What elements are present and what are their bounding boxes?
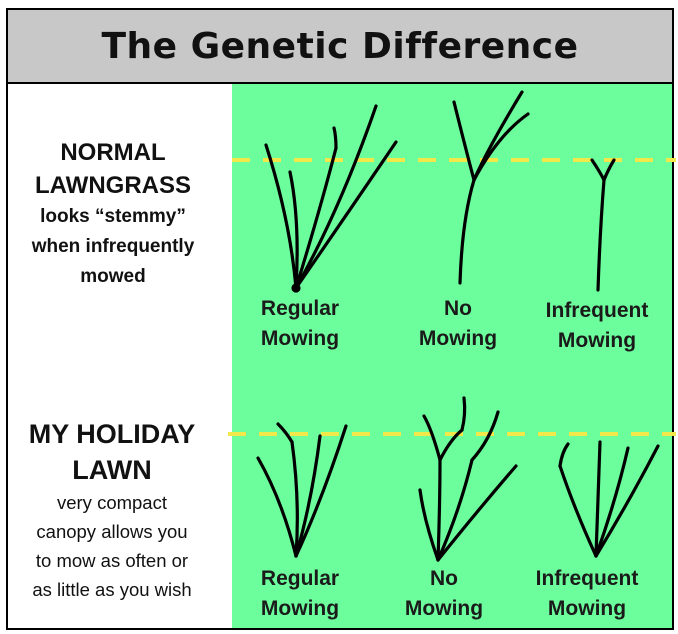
holiday-regular-label-line2: Mowing <box>250 594 350 624</box>
holiday-infrequent-label-line1: Infrequent <box>522 564 652 594</box>
holiday-regular-mowing-grass <box>258 424 346 556</box>
holiday-no-label-line1: No <box>394 564 494 594</box>
holiday-infrequent-label-line2: Mowing <box>522 594 652 624</box>
normal-no-mowing-label: No Mowing <box>408 294 508 354</box>
normal-no-mowing-grass <box>454 92 528 283</box>
normal-infrequent-mowing-grass <box>592 160 614 290</box>
normal-regular-label-line2: Mowing <box>250 324 350 354</box>
holiday-no-mowing-grass <box>420 398 516 560</box>
holiday-regular-label-line1: Regular <box>250 564 350 594</box>
normal-infrequent-mowing-label: Infrequent Mowing <box>532 296 662 356</box>
normal-regular-mowing-label: Regular Mowing <box>250 294 350 354</box>
holiday-no-mowing-label: No Mowing <box>394 564 494 624</box>
normal-regular-label-line1: Regular <box>250 294 350 324</box>
normal-infrequent-label-line2: Mowing <box>532 326 662 356</box>
normal-infrequent-label-line1: Infrequent <box>532 296 662 326</box>
holiday-no-label-line2: Mowing <box>394 594 494 624</box>
normal-regular-mowing-grass <box>266 106 396 291</box>
holiday-infrequent-mowing-label: Infrequent Mowing <box>522 564 652 624</box>
normal-no-label-line2: Mowing <box>408 324 508 354</box>
holiday-regular-mowing-label: Regular Mowing <box>250 564 350 624</box>
normal-no-label-line1: No <box>408 294 508 324</box>
holiday-infrequent-mowing-grass <box>560 442 658 556</box>
